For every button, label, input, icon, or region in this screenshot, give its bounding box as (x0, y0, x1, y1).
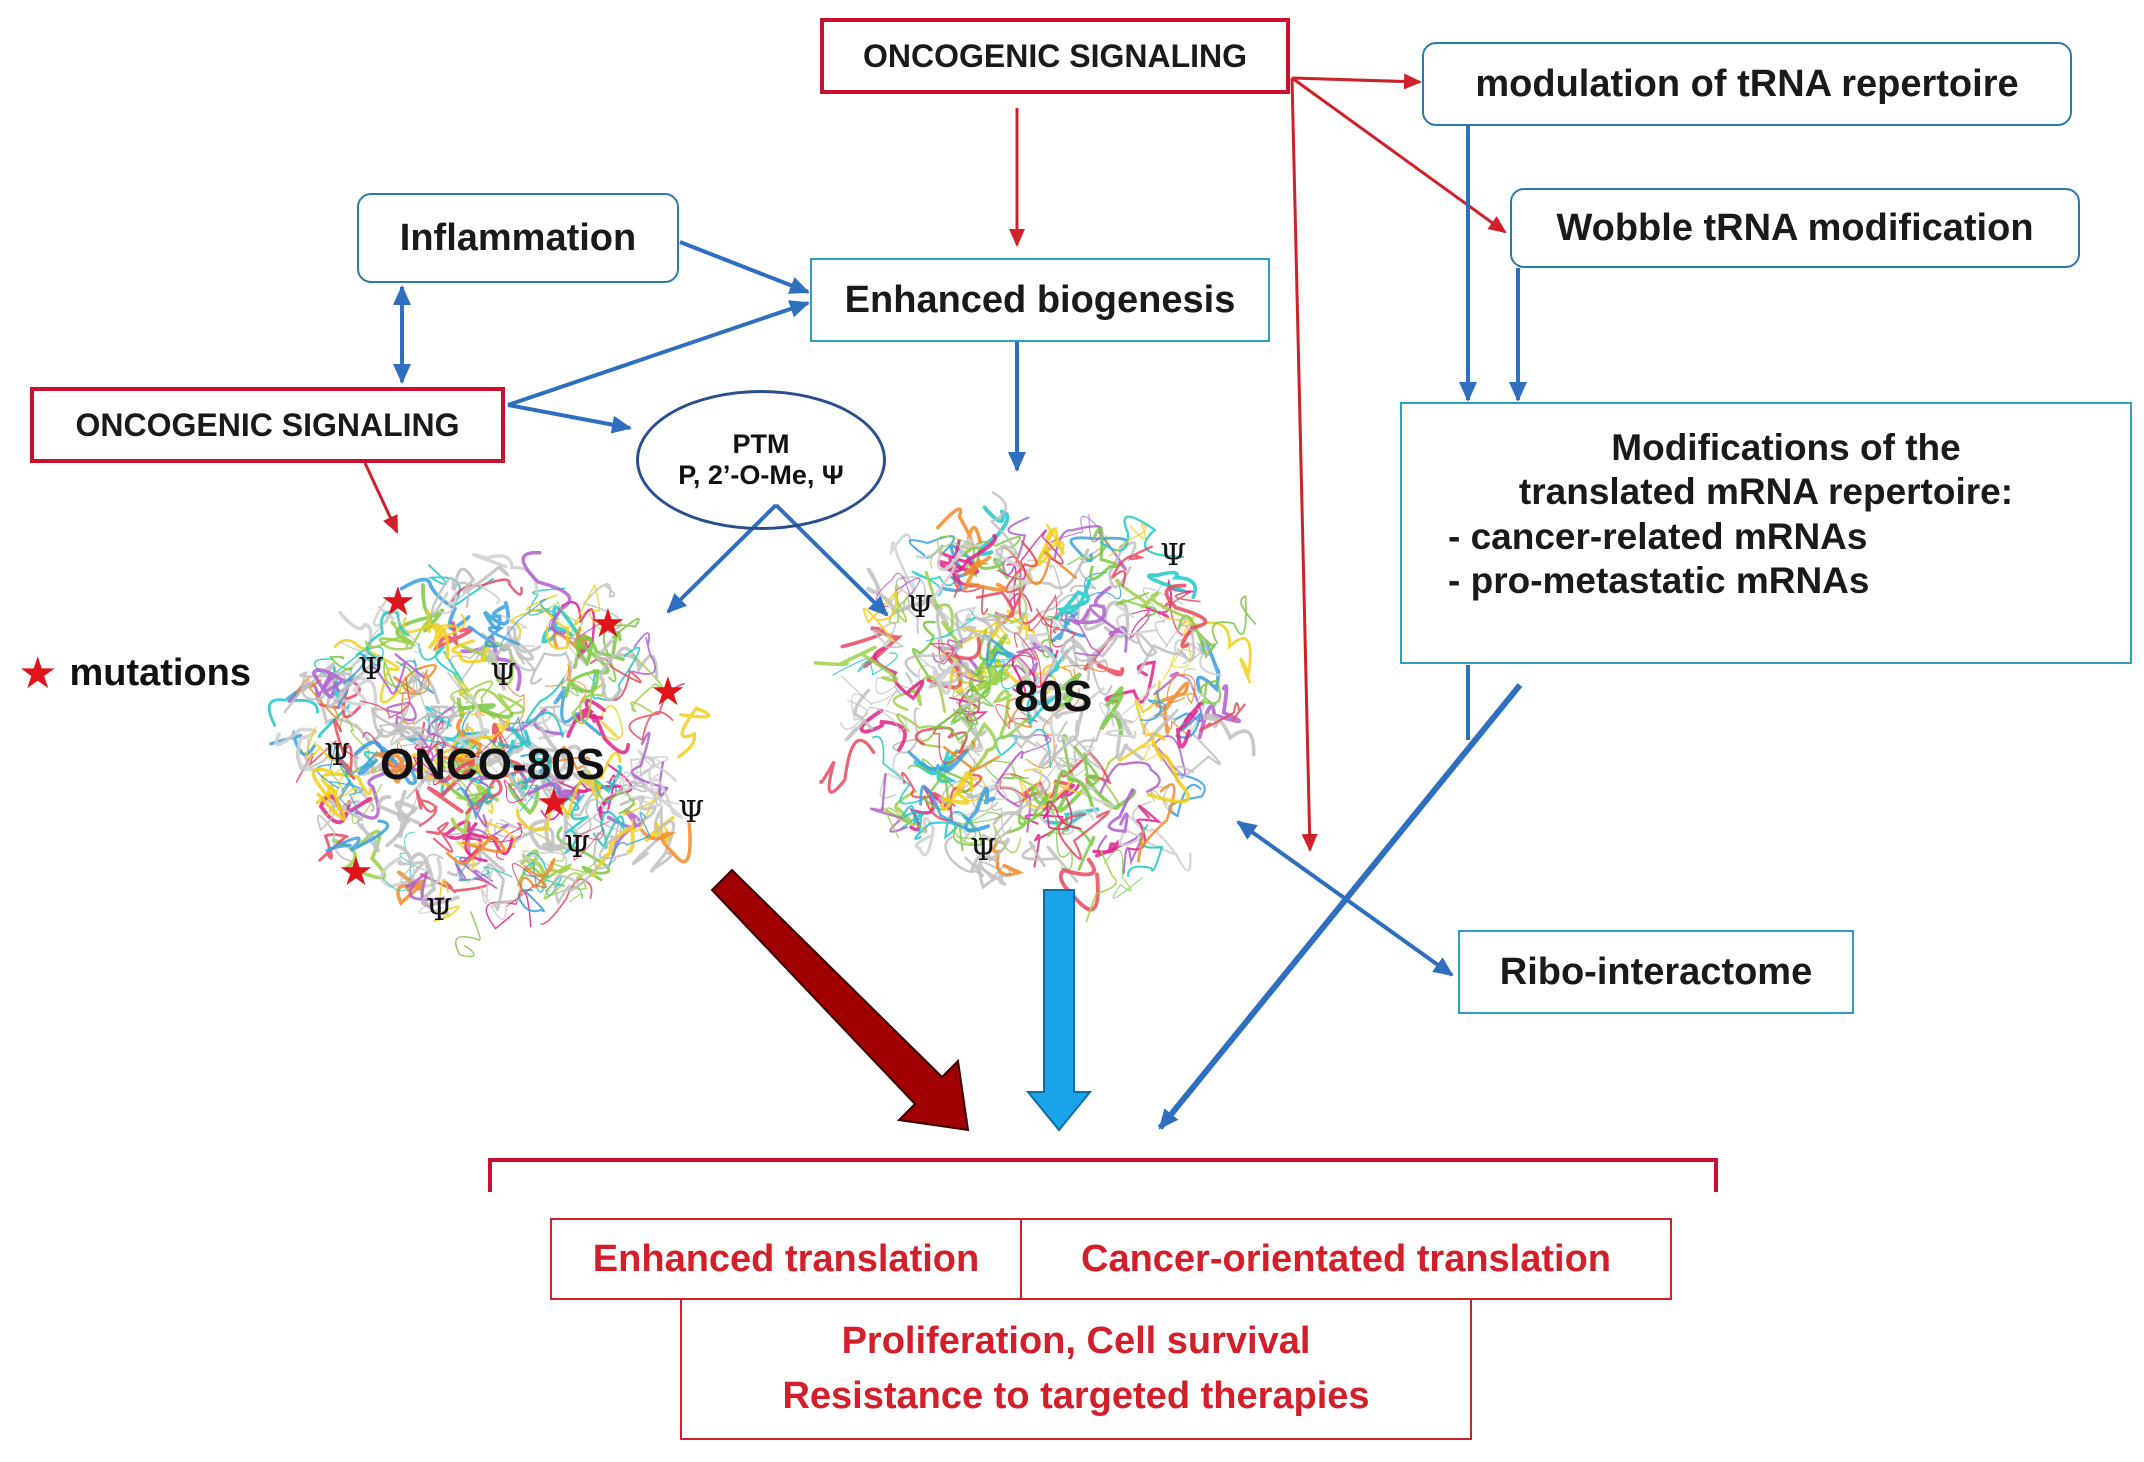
oncogenic-signaling-top: ONCOGENIC SIGNALING (820, 18, 1290, 94)
oncogenic-signaling-left: ONCOGENIC SIGNALING (30, 387, 505, 463)
modifications-title-line1: Modifications of the (1611, 427, 1961, 468)
arrow-80s-to-result (1025, 889, 1093, 1132)
modifications-title-line2: translated mRNA repertoire: (1518, 471, 2014, 513)
arrow-left-oncogenic-to-onco80s (363, 462, 399, 534)
enhanced-biogenesis-box: Enhanced biogenesis (810, 258, 1270, 342)
arrow-80s-ribo-interactome (1236, 820, 1454, 977)
onco-80s-label: ONCO-80S (380, 740, 605, 789)
psi-marker: Ψ (907, 590, 934, 625)
psi-marker: Ψ (1160, 538, 1187, 573)
arrow-oncogenic-to-ptm (507, 403, 632, 434)
psi-marker: Ψ (490, 658, 517, 693)
enhanced-translation-box: Enhanced translation (550, 1218, 1022, 1300)
wobble-trna-box: Wobble tRNA modification (1510, 188, 2080, 268)
trna-repertoire-box: modulation of tRNA repertoire (1422, 42, 2072, 126)
mutation-star-icon: ★ (338, 850, 374, 894)
mutation-star-icon: ★ (590, 602, 626, 646)
mutation-star-icon: ★ (380, 580, 416, 624)
normal-80s-label: 80S (1014, 672, 1093, 721)
psi-marker: Ψ (678, 795, 705, 830)
psi-marker: Ψ (564, 830, 591, 865)
star-icon: ★ (18, 649, 58, 698)
ptm-ellipse: PTM P, 2’-O-Me, Ψ (636, 390, 886, 530)
arrow-oncogenic-to-trna-repertoire (1291, 73, 1422, 90)
mrna-modifications-box: Modifications of the translated mRNA rep… (1400, 402, 2132, 664)
psi-marker: Ψ (426, 893, 453, 928)
arrow-oncogenic-to-ribo-interactome (1290, 77, 1318, 852)
mutation-star-icon: ★ (650, 670, 686, 714)
outcome-line-2: Resistance to targeted therapies (782, 1375, 1370, 1417)
result-bracket (488, 1158, 1718, 1192)
mutation-star-icon: ★ (536, 781, 572, 825)
modifications-item-metastatic: - pro-metastatic mRNAs (1448, 560, 1870, 602)
psi-marker: Ψ (358, 652, 385, 687)
outcome-box: Proliferation, Cell survival Resistance … (680, 1298, 1472, 1440)
modifications-item-cancer: - cancer-related mRNAs (1448, 515, 1868, 557)
arrow-inflammation-to-biogenesis (679, 240, 810, 294)
arrow-onco80s-to-result (710, 868, 970, 1132)
mutations-label: mutations (69, 652, 252, 694)
arrow-modifications-to-result (1157, 683, 1523, 1130)
cancer-translation-box: Cancer-orientated translation (1020, 1218, 1672, 1300)
mutations-legend: ★ mutations (18, 648, 251, 699)
arrow-oncogenic-to-biogenesis-blue (507, 300, 810, 407)
psi-marker: Ψ (970, 833, 997, 868)
psi-marker: Ψ (324, 738, 351, 773)
normal-80s-ribosome-structure (813, 491, 1257, 923)
outcome-line-1: Proliferation, Cell survival (841, 1319, 1311, 1362)
onco-80s-ribosome-structure (267, 550, 711, 958)
ptm-detail: P, 2’-O-Me, Ψ (678, 460, 844, 490)
ptm-title: PTM (732, 429, 790, 459)
inflammation-box: Inflammation (357, 193, 679, 283)
ribo-interactome-box: Ribo-interactome (1458, 930, 1854, 1014)
